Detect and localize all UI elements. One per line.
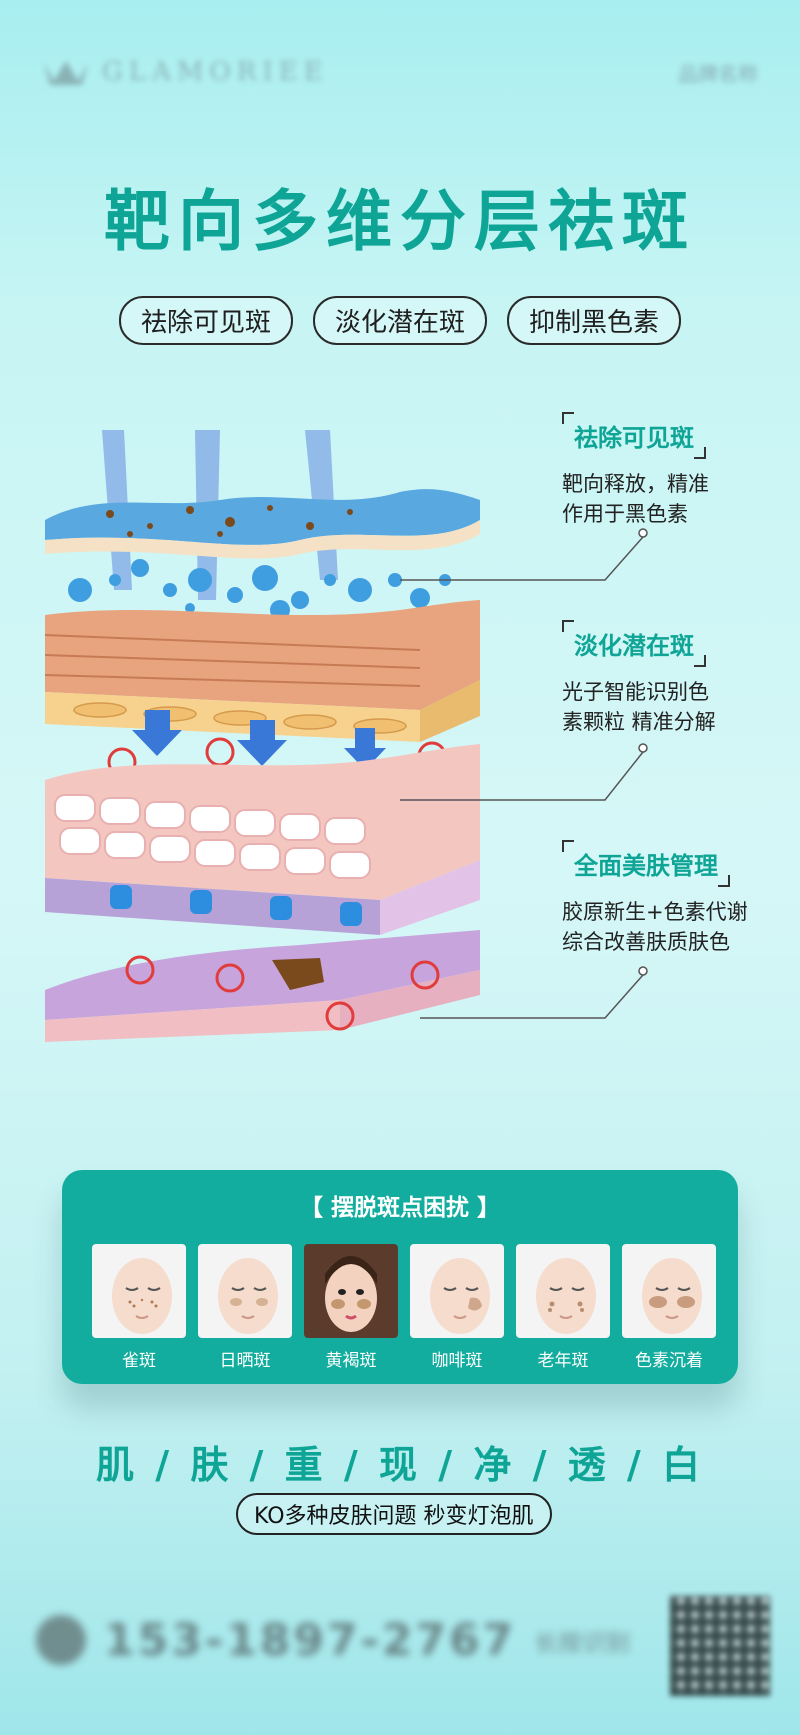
spot-types-panel: 【 摆脱斑点困扰 】 雀斑 日晒斑 黄褐斑 [62, 1170, 738, 1384]
pigmentation-face-icon [622, 1244, 716, 1338]
epidermis-cell-block [45, 744, 480, 935]
phone-icon [36, 1615, 86, 1665]
crown-icon [44, 61, 88, 85]
page-title: 靶向多维分层祛斑 [104, 183, 696, 260]
contact-block: 153-1897-2767 长按识别 [36, 1600, 636, 1680]
skin-layer-illustration [44, 430, 480, 1042]
contact-extra-text: 长按识别 [534, 1628, 631, 1657]
callout-description: 靶向释放，精准 作用于黑色素 [562, 469, 782, 529]
callout-line: 素颗粒 精准分解 [562, 710, 716, 734]
callout-line: 靶向释放，精准 [562, 472, 709, 496]
callout-line: 光子智能识别色 [562, 680, 709, 704]
qr-code-icon[interactable] [670, 1596, 770, 1696]
callout-title: 全面美肤管理 [562, 840, 730, 887]
callout-remove-visible: 祛除可见斑 靶向释放，精准 作用于黑色素 [562, 412, 782, 529]
brand-logo: GLAMORIEE [42, 52, 329, 92]
callout-description: 光子智能识别色 素颗粒 精准分解 [562, 677, 782, 737]
callout-line: 作用于黑色素 [562, 502, 688, 526]
callout-title: 淡化潜在斑 [562, 620, 706, 667]
callout-line: 胶原新生+色素代谢 [562, 900, 748, 924]
face-label: 日晒斑 [219, 1351, 271, 1371]
pill-inhibit-melanin: 抑制黑色素 [507, 296, 682, 345]
age-spot-face-icon [516, 1244, 610, 1338]
face-card-cafe-au-lait: 咖啡斑 [410, 1244, 504, 1371]
callout-description: 胶原新生+色素代谢 综合改善肤质肤色 [562, 897, 782, 957]
slogan-subtitle: KO多种皮肤问题 秒变灯泡肌 [236, 1493, 552, 1535]
freckles-face-icon [92, 1244, 186, 1338]
callout-fade-latent: 淡化潜在斑 光子智能识别色 素颗粒 精准分解 [562, 620, 782, 737]
face-label: 色素沉着 [635, 1351, 703, 1371]
face-label: 黄褐斑 [325, 1351, 377, 1371]
epidermis-top-layer [45, 489, 480, 559]
cafe-au-lait-face-icon [410, 1244, 504, 1338]
brand-name: GLAMORIEE [102, 57, 329, 87]
face-list: 雀斑 日晒斑 黄褐斑 咖啡斑 [92, 1244, 716, 1371]
callout-title: 祛除可见斑 [562, 412, 706, 459]
panel-title: 【 摆脱斑点困扰 】 [299, 1195, 500, 1221]
sunspot-face-icon [198, 1244, 292, 1338]
face-card-sunspot: 日晒斑 [198, 1244, 292, 1371]
basal-layer [45, 930, 480, 1042]
callout-skin-care: 全面美肤管理 胶原新生+色素代谢 综合改善肤质肤色 [562, 840, 782, 957]
down-arrow-icon [132, 710, 386, 770]
bubble-cluster [68, 559, 451, 620]
pill-remove-visible: 祛除可见斑 [118, 296, 293, 345]
face-card-freckles: 雀斑 [92, 1244, 186, 1371]
phone-number[interactable]: 153-1897-2767 [104, 1614, 517, 1666]
brand-right-text: 品牌名称 [678, 62, 758, 86]
face-card-age-spot: 老年斑 [516, 1244, 610, 1371]
face-card-pigmentation: 色素沉着 [622, 1244, 716, 1371]
feature-pills: 祛除可见斑 淡化潜在斑 抑制黑色素 [0, 296, 800, 345]
face-label: 雀斑 [122, 1351, 156, 1371]
melasma-face-icon [304, 1244, 398, 1338]
slogan-title: 肌 / 肤 / 重 / 现 / 净 / 透 / 白 [95, 1443, 705, 1487]
face-label: 咖啡斑 [431, 1351, 483, 1371]
face-card-melasma: 黄褐斑 [304, 1244, 398, 1371]
dermis-block [44, 600, 480, 742]
callout-line: 综合改善肤质肤色 [562, 930, 730, 954]
pill-fade-latent: 淡化潜在斑 [312, 296, 487, 345]
face-label: 老年斑 [537, 1351, 589, 1371]
